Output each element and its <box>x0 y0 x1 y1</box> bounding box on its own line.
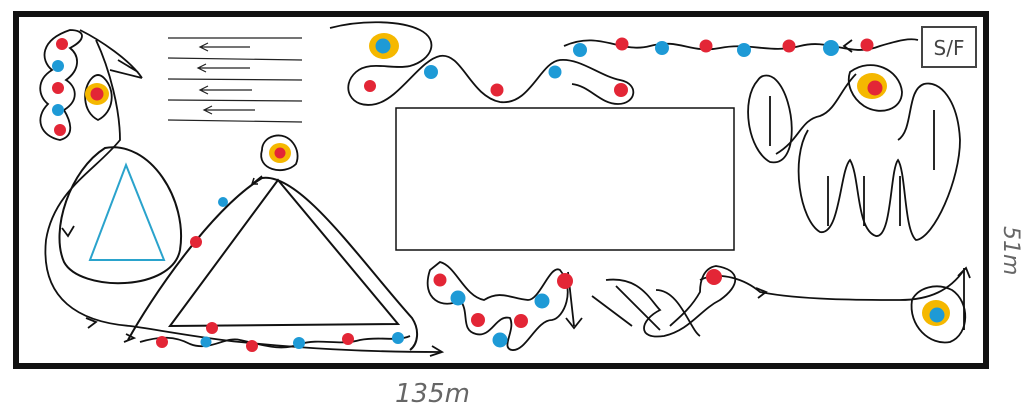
blue-cones <box>52 40 839 349</box>
zigzag-path <box>591 265 737 338</box>
blue-cone-icon <box>218 197 228 207</box>
blue-cone-icon <box>492 332 508 348</box>
direction-arrow-icon <box>123 333 137 343</box>
apex-rotation-loop <box>260 134 299 172</box>
red-cone-icon <box>56 38 68 50</box>
start-finish-label: S/F <box>934 36 965 60</box>
red-cone-icon <box>860 38 874 52</box>
drive-path-right <box>699 266 971 301</box>
red-cone-icon <box>782 39 796 53</box>
bottom-slalom-line <box>139 335 411 349</box>
red-cone-icon <box>615 37 629 51</box>
direction-arrow-icon <box>429 345 445 357</box>
red-cone-icon <box>246 340 258 352</box>
blue-cone-icon <box>200 336 212 348</box>
blue-cone-icon <box>655 41 669 55</box>
blue-cone-icon <box>52 104 64 116</box>
blue-cone-icon <box>52 60 64 72</box>
red-cone-icon <box>557 273 573 289</box>
red-cone-icon <box>433 273 447 287</box>
red-cone-icon <box>490 83 504 97</box>
width-dimension-label: 135m <box>395 379 470 409</box>
arena-boundary <box>13 11 989 369</box>
red-cone-icon <box>699 39 713 53</box>
direction-arrow-icon <box>755 287 768 299</box>
big-triangle <box>127 176 418 351</box>
blue-cone-icon <box>392 332 404 344</box>
red-cone-icon <box>54 124 66 136</box>
direction-arrow-icon <box>842 39 853 53</box>
bottom-serpentine <box>426 261 569 351</box>
rotation-cones <box>85 33 950 326</box>
red-cone-icon <box>364 80 376 92</box>
right-rotation-loop <box>847 64 903 112</box>
red-cone-icon <box>514 314 528 328</box>
red-cone-icon <box>156 336 168 348</box>
arrow-lanes <box>167 37 303 123</box>
blue-cone-icon <box>293 337 305 349</box>
top-slalom-line <box>563 38 919 51</box>
red-cone-icon <box>190 236 202 248</box>
red-cone-icon <box>614 83 628 97</box>
bottom-right-rotation-loop <box>910 285 967 344</box>
blue-cone-icon <box>534 293 550 309</box>
red-cone-icon <box>342 333 354 345</box>
center-obstacle <box>395 107 735 251</box>
blue-cone-icon <box>737 43 751 57</box>
direction-arrow-icon <box>250 175 263 185</box>
drive-path-left <box>44 29 441 353</box>
red-cone-icon <box>706 269 722 285</box>
direction-arrow-icon <box>61 225 75 238</box>
red-cone-icon <box>471 313 485 327</box>
start-finish-box <box>921 26 977 68</box>
left-triangle-loop <box>58 146 183 285</box>
blue-cone-icon <box>424 65 438 79</box>
direction-arrow-icon <box>85 317 98 329</box>
blue-cone-icon <box>573 43 587 57</box>
blue-cone-icon <box>548 65 562 79</box>
right-fingers <box>747 73 961 241</box>
top-serpentine <box>329 21 635 106</box>
red-cone-icon <box>52 82 64 94</box>
blue-cone-icon <box>823 40 839 56</box>
left-slalom-loop <box>39 29 83 141</box>
left-rotation-loop <box>84 74 113 122</box>
red-cones <box>52 37 874 352</box>
blue-cone-icon <box>450 290 466 306</box>
red-cone-icon <box>206 322 218 334</box>
height-dimension-label: 51m <box>998 226 1023 275</box>
